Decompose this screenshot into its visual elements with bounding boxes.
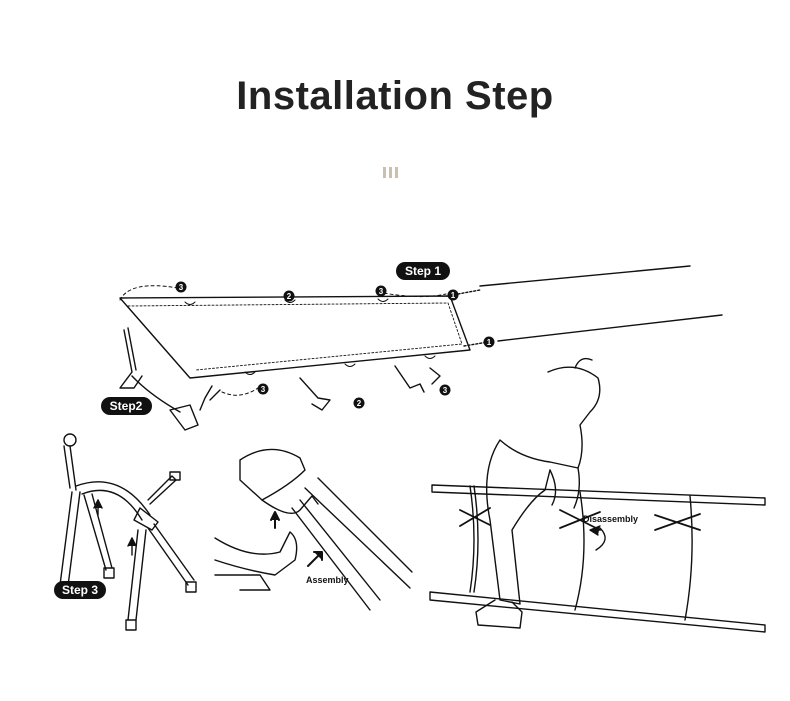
assembly-hands-illustration [214,448,413,611]
step2-label: Step2 [110,399,143,413]
step3-label: Step 3 [62,583,98,597]
disassembly-label: Disassembly [583,514,638,524]
number-marker: 1 [447,289,459,301]
number-marker: 3 [439,384,451,396]
step3-badge: Step 3 [54,581,106,599]
number-marker: 3 [175,281,187,293]
svg-text:3: 3 [443,386,448,395]
number-marker: 3 [375,285,387,297]
number-marker: 1 [483,336,495,348]
assembly-label: Assembly [306,575,349,585]
svg-text:3: 3 [379,287,384,296]
step3-leg-assembly [57,433,197,631]
number-marker: 3 [257,383,269,395]
svg-text:1: 1 [487,338,492,347]
svg-text:3: 3 [179,283,184,292]
number-marker: 2 [283,290,295,302]
svg-text:2: 2 [357,399,362,408]
svg-text:1: 1 [451,291,456,300]
step2-badge: Step2 [101,397,152,415]
svg-text:2: 2 [287,292,292,301]
page-title: Installation Step [236,74,554,118]
step2-legs [119,327,441,431]
number-marker: 2 [353,397,365,409]
step1-label: Step 1 [405,264,441,278]
svg-text:3: 3 [261,385,266,394]
side-poles [457,265,723,347]
cot-fabric-illustration [119,295,471,379]
person-disassembly-illustration [429,357,766,633]
title-divider-ornament [383,167,401,185]
step1-badge: Step 1 [396,262,450,280]
